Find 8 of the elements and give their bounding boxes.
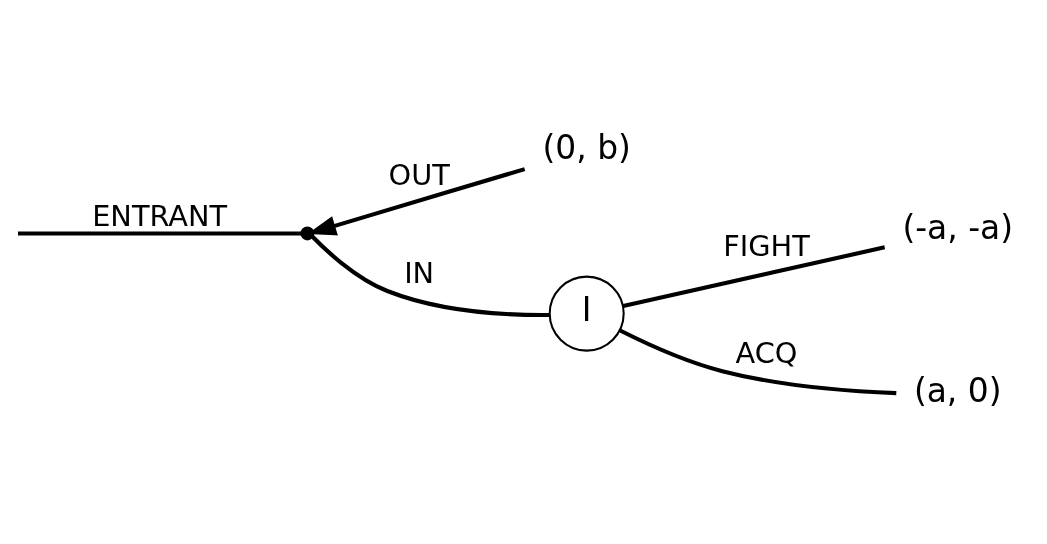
- node-text: (a, 0): [913, 370, 1002, 410]
- edge-label: IN: [404, 255, 435, 290]
- node-text: (0, b): [542, 127, 631, 167]
- edge-label: FIGHT: [723, 228, 810, 263]
- edge-label: ACQ: [735, 335, 798, 370]
- node-text: (-a, -a): [902, 207, 1013, 247]
- edge-label: OUT: [388, 157, 450, 192]
- edge-label: ENTRANT: [92, 198, 228, 233]
